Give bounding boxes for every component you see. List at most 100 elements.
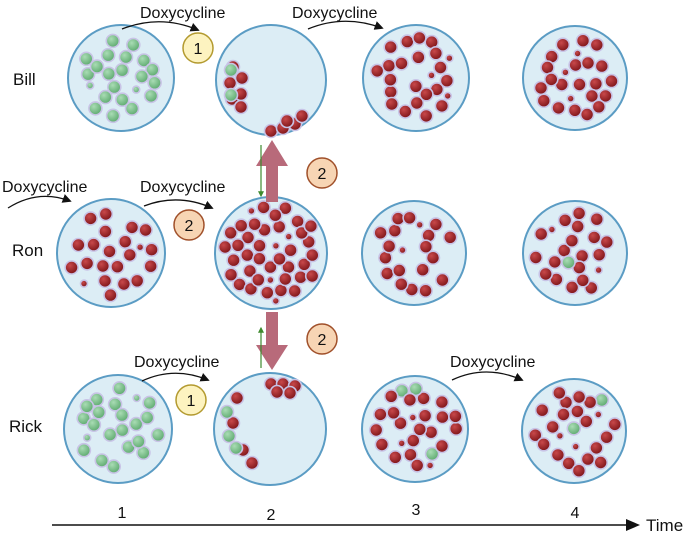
resistant-cell <box>222 75 238 91</box>
row-label-ron: Ron <box>12 241 43 260</box>
susceptible-cell <box>107 79 122 95</box>
resistant-cell <box>566 94 576 103</box>
resistant-cell <box>399 34 415 49</box>
resistant-cell <box>415 220 425 230</box>
resistant-cell <box>435 272 450 288</box>
resistant-cell <box>373 225 388 241</box>
thick-down-arrow-icon <box>256 312 288 370</box>
resistant-cell <box>116 276 132 292</box>
resistant-cell <box>418 108 434 124</box>
curved-arrow-icon <box>143 199 214 210</box>
susceptible-cell <box>561 255 576 270</box>
resistant-cell <box>374 437 390 452</box>
curved-arrow-icon <box>7 194 72 209</box>
resistant-cell <box>448 421 464 437</box>
resistant-cell <box>79 256 95 271</box>
resistant-cell <box>540 60 555 75</box>
resistant-cell <box>138 222 153 238</box>
susceptible-cell <box>100 47 116 63</box>
resistant-cell <box>551 385 567 401</box>
resistant-cell <box>240 230 256 245</box>
resistant-cell <box>409 95 425 111</box>
resistant-cell <box>226 252 241 268</box>
resistant-cell <box>129 273 145 289</box>
resistant-cell <box>252 238 267 253</box>
resistant-cell <box>117 234 133 249</box>
susceptible-cell <box>85 81 95 90</box>
step-badges: 1 2 2 2 1 <box>173 32 338 416</box>
resistant-cell <box>527 427 543 443</box>
susceptible-cell <box>124 101 140 116</box>
susceptible-cell <box>79 398 95 414</box>
susceptible-cell <box>223 62 239 78</box>
resistant-cell <box>368 422 384 438</box>
resistant-cell <box>383 388 399 404</box>
resistant-cell <box>271 241 281 251</box>
resistant-cell <box>304 268 320 284</box>
row-label-bill: Bill <box>13 70 36 89</box>
resistant-cell <box>572 77 587 92</box>
resistant-cell <box>561 68 570 77</box>
antibiotic-labels: Doxycycline Doxycycline Doxycycline Doxy… <box>2 5 535 371</box>
susceptible-cell <box>112 380 127 396</box>
resistant-cell <box>259 285 275 301</box>
resistant-cell <box>279 113 295 129</box>
antibiotic-label: Doxycycline <box>140 5 225 22</box>
resistant-cell <box>412 421 428 437</box>
susceptible-cell <box>88 101 103 116</box>
resistant-cell <box>98 224 113 239</box>
resistant-cell <box>439 73 455 88</box>
resistant-cell <box>223 267 239 283</box>
resistant-cell <box>580 55 596 71</box>
resistant-cell <box>102 244 117 259</box>
susceptible-cell <box>126 37 141 53</box>
resistant-cell <box>393 276 409 292</box>
resistant-cell <box>284 232 294 241</box>
resistant-cell <box>584 88 600 104</box>
resistant-cell <box>233 218 249 233</box>
resistant-cell <box>296 256 312 272</box>
step-badge-1: 1 <box>182 32 214 64</box>
resistant-cell <box>408 413 418 422</box>
resistant-cell <box>223 225 238 241</box>
step-badge-1: 1 <box>175 384 207 416</box>
resistant-cell <box>283 242 298 258</box>
resistant-cell <box>97 273 113 289</box>
resistant-cell <box>593 410 603 419</box>
resistant-cell <box>417 408 433 424</box>
susceptible-cell <box>107 396 123 412</box>
susceptible-cell <box>115 422 130 438</box>
resistant-cell <box>571 463 587 479</box>
resistant-cell <box>543 72 559 87</box>
susceptible-cell <box>142 395 157 411</box>
resistant-cell <box>551 100 566 116</box>
resistant-cell <box>589 37 605 53</box>
resistant-cell <box>589 440 604 456</box>
resistant-cell <box>536 436 552 452</box>
resistant-cell <box>568 57 583 73</box>
resistant-cell <box>428 217 444 232</box>
step-badge-2: 2 <box>306 157 338 189</box>
resistant-cell <box>387 223 403 238</box>
timepoint-label: 2 <box>267 507 276 524</box>
resistant-cell <box>144 242 159 257</box>
resistant-cell <box>267 207 283 223</box>
susceptible-cell <box>101 66 117 82</box>
susceptible-cell <box>105 33 121 49</box>
antibiotic-label: Doxycycline <box>140 179 225 196</box>
resistant-cell <box>252 251 267 267</box>
susceptible-cell <box>221 428 237 444</box>
antibiotic-label: Doxycycline <box>134 354 219 371</box>
resistant-cell <box>398 245 407 255</box>
susceptible-cell <box>134 69 150 84</box>
resistant-cell <box>573 49 582 58</box>
resistant-cell <box>294 108 310 124</box>
resistant-cell <box>373 407 388 422</box>
resistant-cell <box>575 33 591 49</box>
resistant-cell <box>425 461 435 470</box>
resistant-cell <box>250 272 266 288</box>
susceptible-cell <box>86 417 102 433</box>
susceptible-cell <box>136 53 152 68</box>
resistant-cell <box>427 71 436 80</box>
resistant-cell <box>369 63 385 79</box>
